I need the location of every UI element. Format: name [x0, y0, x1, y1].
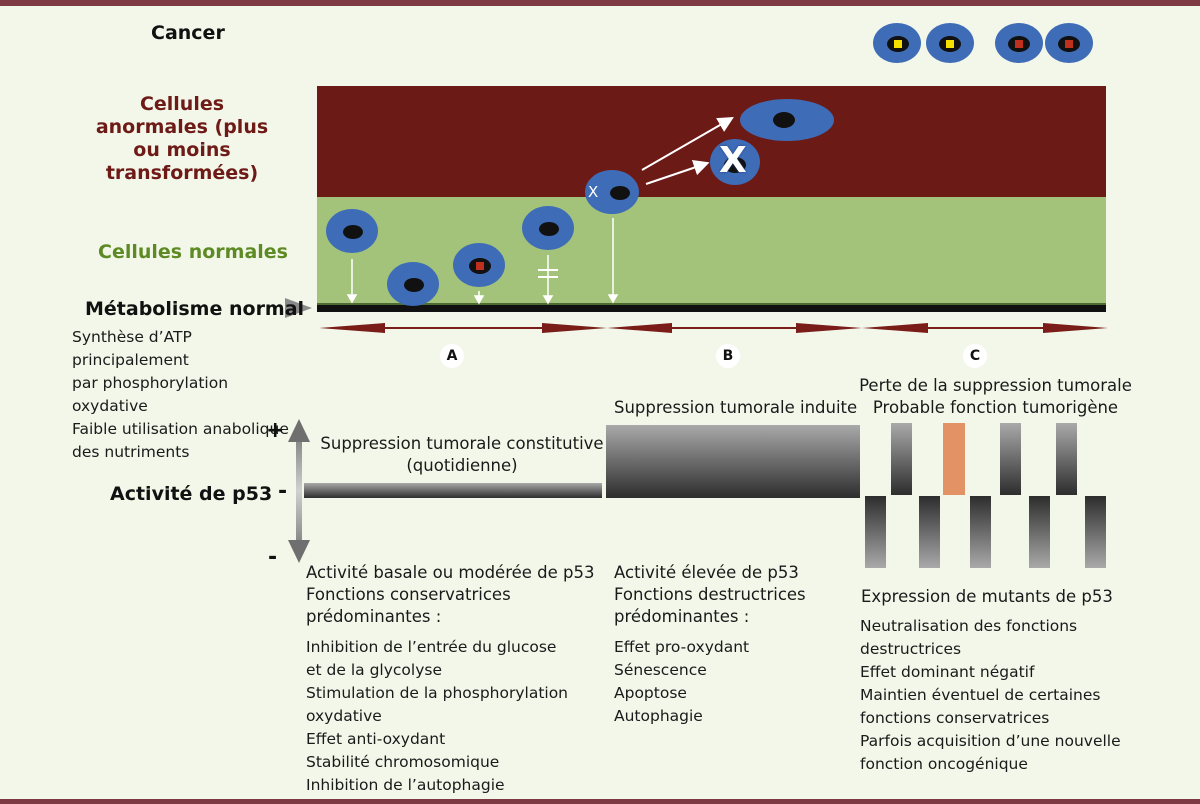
column-c-heading: Expression de mutants de p53: [861, 587, 1113, 606]
list-item: destructrices: [860, 640, 962, 658]
mutant-bar-highlight: [943, 423, 965, 495]
mutant-bar: [1056, 423, 1077, 495]
transformation-arrow: [641, 117, 734, 171]
cancer-label: Cancer: [151, 22, 225, 44]
list-item: Inhibition de l’autophagie: [306, 776, 505, 794]
abnormal-cell: [740, 99, 834, 141]
phase-label-c: C: [963, 344, 987, 368]
decrease-arrow-icon: [288, 540, 310, 563]
loss-of-suppression-label: Perte de la suppression tumorale Probabl…: [859, 376, 1132, 417]
list-item: Stabilité chromosomique: [306, 753, 500, 771]
induced-activity-bar: [606, 425, 860, 498]
cancer-cell-red: [995, 23, 1043, 63]
metabolism-description: Synthèse d’ATP principalement par phosph…: [72, 326, 292, 464]
list-item: Apoptose: [614, 684, 687, 702]
normal-cell: [326, 209, 378, 253]
list-item: oxydative: [306, 707, 382, 725]
damaged-cell: [453, 243, 505, 287]
list-item: Inhibition de l’entrée du glucose: [306, 638, 557, 656]
dead-abnormal-cell: [710, 139, 760, 185]
phase-a-arrow: [319, 323, 607, 333]
metabolism-line: par phosphorylation oxydative: [72, 374, 229, 415]
p53-activity-label: Activité de p53: [110, 483, 273, 505]
mutant-bar: [1085, 496, 1106, 568]
cell-mark-small: X: [588, 183, 599, 201]
cell-death-mark: X: [719, 140, 747, 181]
metabolism-pointer-icon: [285, 298, 312, 318]
cancer-cell-red: [1045, 23, 1093, 63]
list-item: Autophagie: [614, 707, 703, 725]
phase-c-arrow: [862, 323, 1108, 333]
normal-cell: [522, 206, 574, 250]
mutant-bar: [919, 496, 940, 568]
increase-arrow-icon: [288, 419, 310, 442]
axis-minus-sign: -: [268, 545, 278, 570]
normal-cells-label: Cellules normales: [98, 241, 288, 263]
column-a-list: Inhibition de l’entrée du glucose et de …: [306, 636, 601, 797]
metabolism-line: Faible utilisation anabolique: [72, 420, 289, 438]
metabolism-line: Synthèse d’ATP principalement: [72, 328, 192, 369]
list-item: fonction oncogénique: [860, 755, 1028, 773]
phase-b-arrow: [607, 323, 862, 333]
column-c-list: Neutralisation des fonctions destructric…: [860, 615, 1170, 776]
mutant-bar: [891, 423, 912, 495]
abnormal-cells-label: Cellules anormales (plus ou moins transf…: [95, 93, 269, 184]
normal-cell: [387, 262, 439, 306]
mutant-bar: [1029, 496, 1050, 568]
transforming-cell: [585, 170, 639, 214]
abnormal-cells-band: [317, 86, 1106, 197]
metabolism-baseline: [317, 305, 1106, 312]
axis-plus-sign: +: [266, 418, 285, 443]
axis-mid-sign: -: [278, 479, 288, 504]
list-item: Neutralisation des fonctions: [860, 617, 1078, 635]
cancer-cell-yellow: [873, 23, 921, 63]
list-item: Maintien éventuel de certaines: [860, 686, 1101, 704]
column-a-heading: Activité basale ou modérée de p53 Foncti…: [306, 563, 595, 626]
mutant-bar: [865, 496, 886, 568]
metabolism-line: des nutriments: [72, 443, 190, 461]
normal-cells-band: [317, 197, 1106, 305]
list-item: et de la glycolyse: [306, 661, 442, 679]
phase-label-a: A: [440, 344, 464, 368]
list-item: Effet dominant négatif: [860, 663, 1035, 681]
induced-suppression-label: Suppression tumorale induite: [614, 398, 858, 417]
mutant-bar: [970, 496, 991, 568]
column-b-heading: Activité élevée de p53 Fonctions destruc…: [614, 563, 806, 626]
constitutive-suppression-label: Suppression tumorale constitutive (quoti…: [320, 434, 604, 475]
phase-label-b: B: [716, 344, 740, 368]
constitutive-activity-bar: [304, 483, 602, 498]
list-item: Effet anti-oxydant: [306, 730, 446, 748]
column-b-list: Effet pro-oxydant Sénescence Apoptose Au…: [614, 636, 854, 728]
list-item: fonctions conservatrices: [860, 709, 1050, 727]
list-item: Parfois acquisition d’une nouvelle: [860, 732, 1121, 750]
transformation-arrow: [645, 159, 710, 185]
cancer-cell-yellow: [926, 23, 974, 63]
p53-activity-axis: [296, 442, 302, 540]
list-item: Effet pro-oxydant: [614, 638, 750, 656]
list-item: Stimulation de la phosphorylation: [306, 684, 569, 702]
mutant-bar: [1000, 423, 1021, 495]
normal-metabolism-label: Métabolisme normal: [85, 298, 305, 320]
list-item: Sénescence: [614, 661, 707, 679]
